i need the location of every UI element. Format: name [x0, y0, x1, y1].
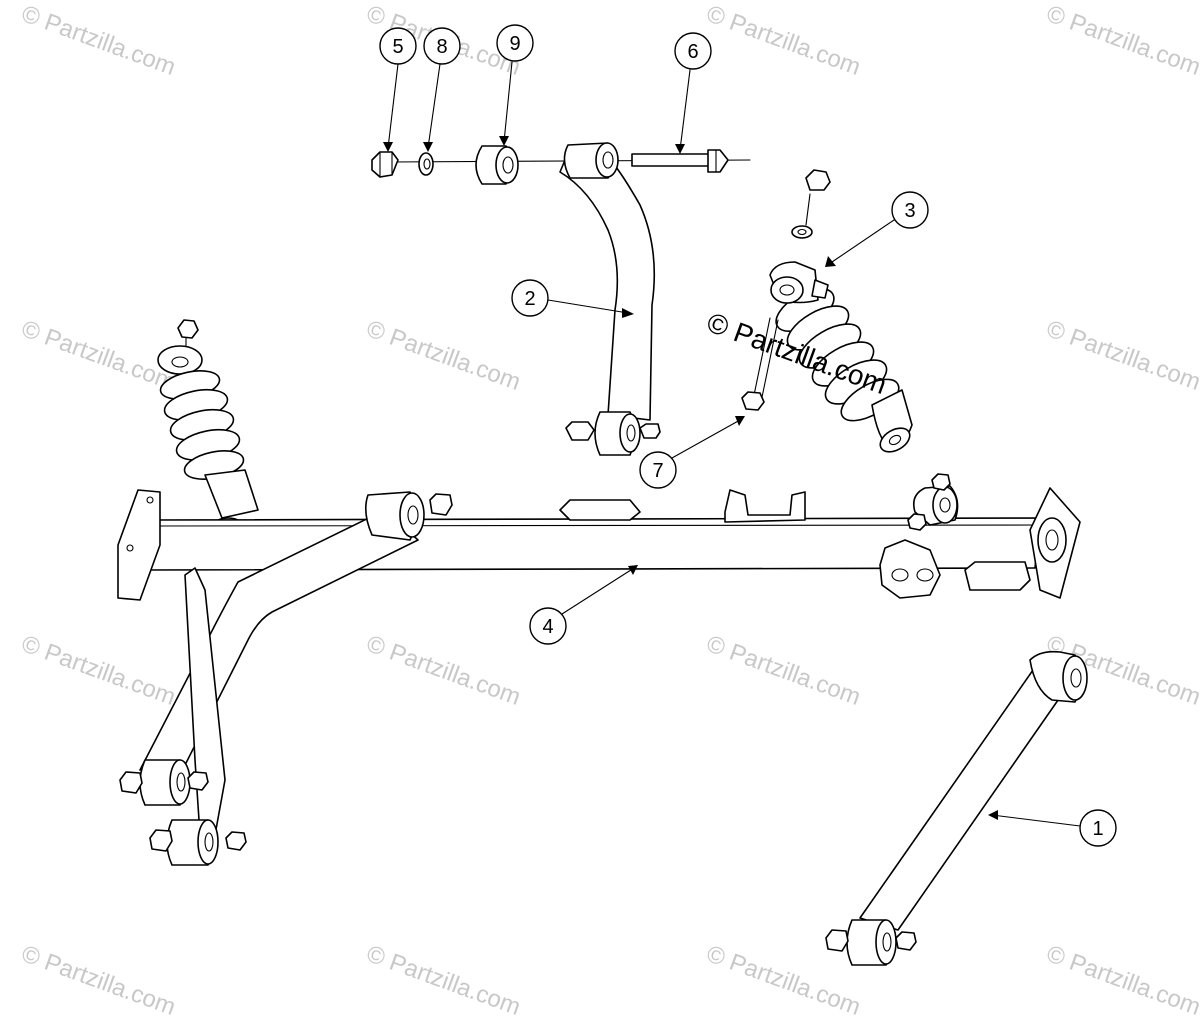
- shock-bolt: [741, 317, 779, 411]
- callout-2[interactable]: 2: [511, 279, 634, 318]
- callout-1[interactable]: 1: [988, 809, 1117, 847]
- callout-7[interactable]: 7: [639, 416, 745, 489]
- shock-absorber-left: [157, 319, 259, 543]
- watermark: © Partzilla.com: [18, 630, 179, 711]
- bushing-part: [475, 145, 519, 185]
- callout-3[interactable]: 3: [825, 191, 929, 267]
- lower-control-arm: [825, 650, 1088, 966]
- watermark: © Partzilla.com: [1043, 0, 1200, 81]
- watermark: © Partzilla.com: [18, 315, 179, 396]
- callout-9[interactable]: 9: [496, 24, 534, 146]
- washer-part: [418, 152, 434, 176]
- bolt-part: [631, 149, 729, 173]
- callout-label: 7: [652, 460, 663, 482]
- callout-label: 8: [436, 36, 447, 58]
- shock-spring: [159, 370, 245, 480]
- watermark: © Partzilla.com: [363, 630, 524, 711]
- callout-label: 4: [542, 616, 553, 638]
- watermark: © Partzilla.com: [703, 0, 864, 81]
- watermark: © Partzilla.com: [703, 630, 864, 711]
- watermark: © Partzilla.com: [363, 315, 524, 396]
- shock-spring: [775, 288, 900, 422]
- left-control-arm: [119, 491, 453, 866]
- watermark: © Partzilla.com: [18, 0, 179, 81]
- callout-4[interactable]: 4: [529, 565, 638, 645]
- watermark: © Partzilla.com: [18, 940, 179, 1021]
- callout-6[interactable]: 6: [674, 32, 712, 154]
- nut-part: [371, 151, 399, 178]
- callout-8[interactable]: 8: [423, 27, 461, 152]
- watermark: © Partzilla.com: [363, 940, 524, 1021]
- callout-label: 1: [1092, 818, 1103, 840]
- callout-label: 5: [392, 36, 403, 58]
- callout-label: 3: [904, 200, 915, 222]
- callout-5[interactable]: 5: [379, 27, 417, 152]
- callout-label: 6: [687, 41, 698, 63]
- watermark: © Partzilla.com: [703, 940, 864, 1021]
- callout-layer: 5 8 9 6 3: [379, 24, 1117, 847]
- callout-label: 2: [524, 288, 535, 310]
- upper-control-arm: [559, 142, 661, 456]
- callout-label: 9: [509, 33, 520, 55]
- upper-arm-hardware: [371, 145, 751, 185]
- watermark: © Partzilla.com: [1043, 940, 1200, 1021]
- watermark: © Partzilla.com: [1043, 315, 1200, 396]
- shock-absorber-right: [769, 169, 913, 453]
